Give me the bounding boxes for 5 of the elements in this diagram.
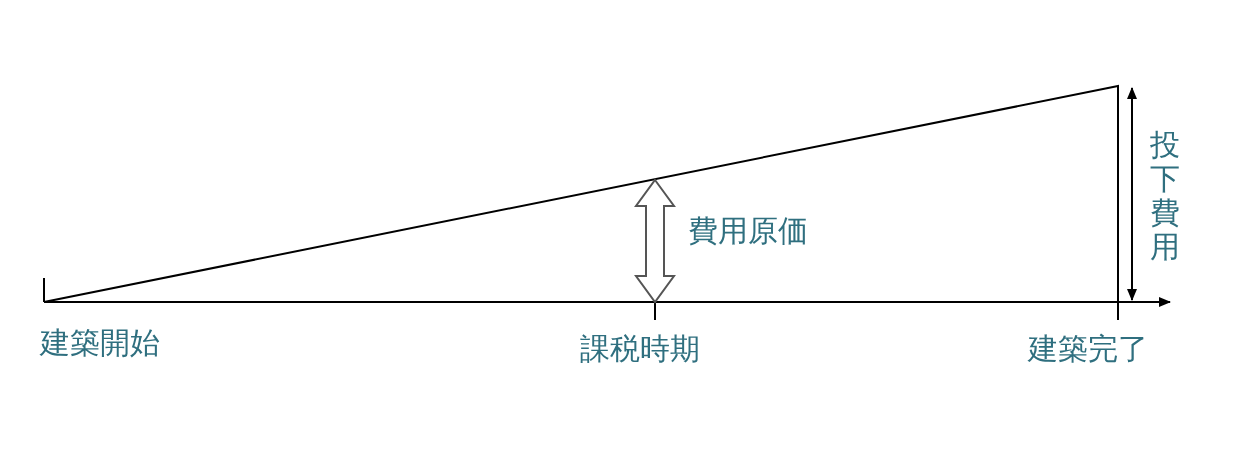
axis-label: 課税時期 bbox=[580, 334, 700, 364]
axis-label: 投下費用 bbox=[1150, 128, 1181, 264]
dimension-label: 費用原価 bbox=[688, 216, 808, 246]
axis-label: 建築完了 bbox=[1028, 334, 1148, 364]
axis-label: 建築開始 bbox=[40, 328, 160, 358]
